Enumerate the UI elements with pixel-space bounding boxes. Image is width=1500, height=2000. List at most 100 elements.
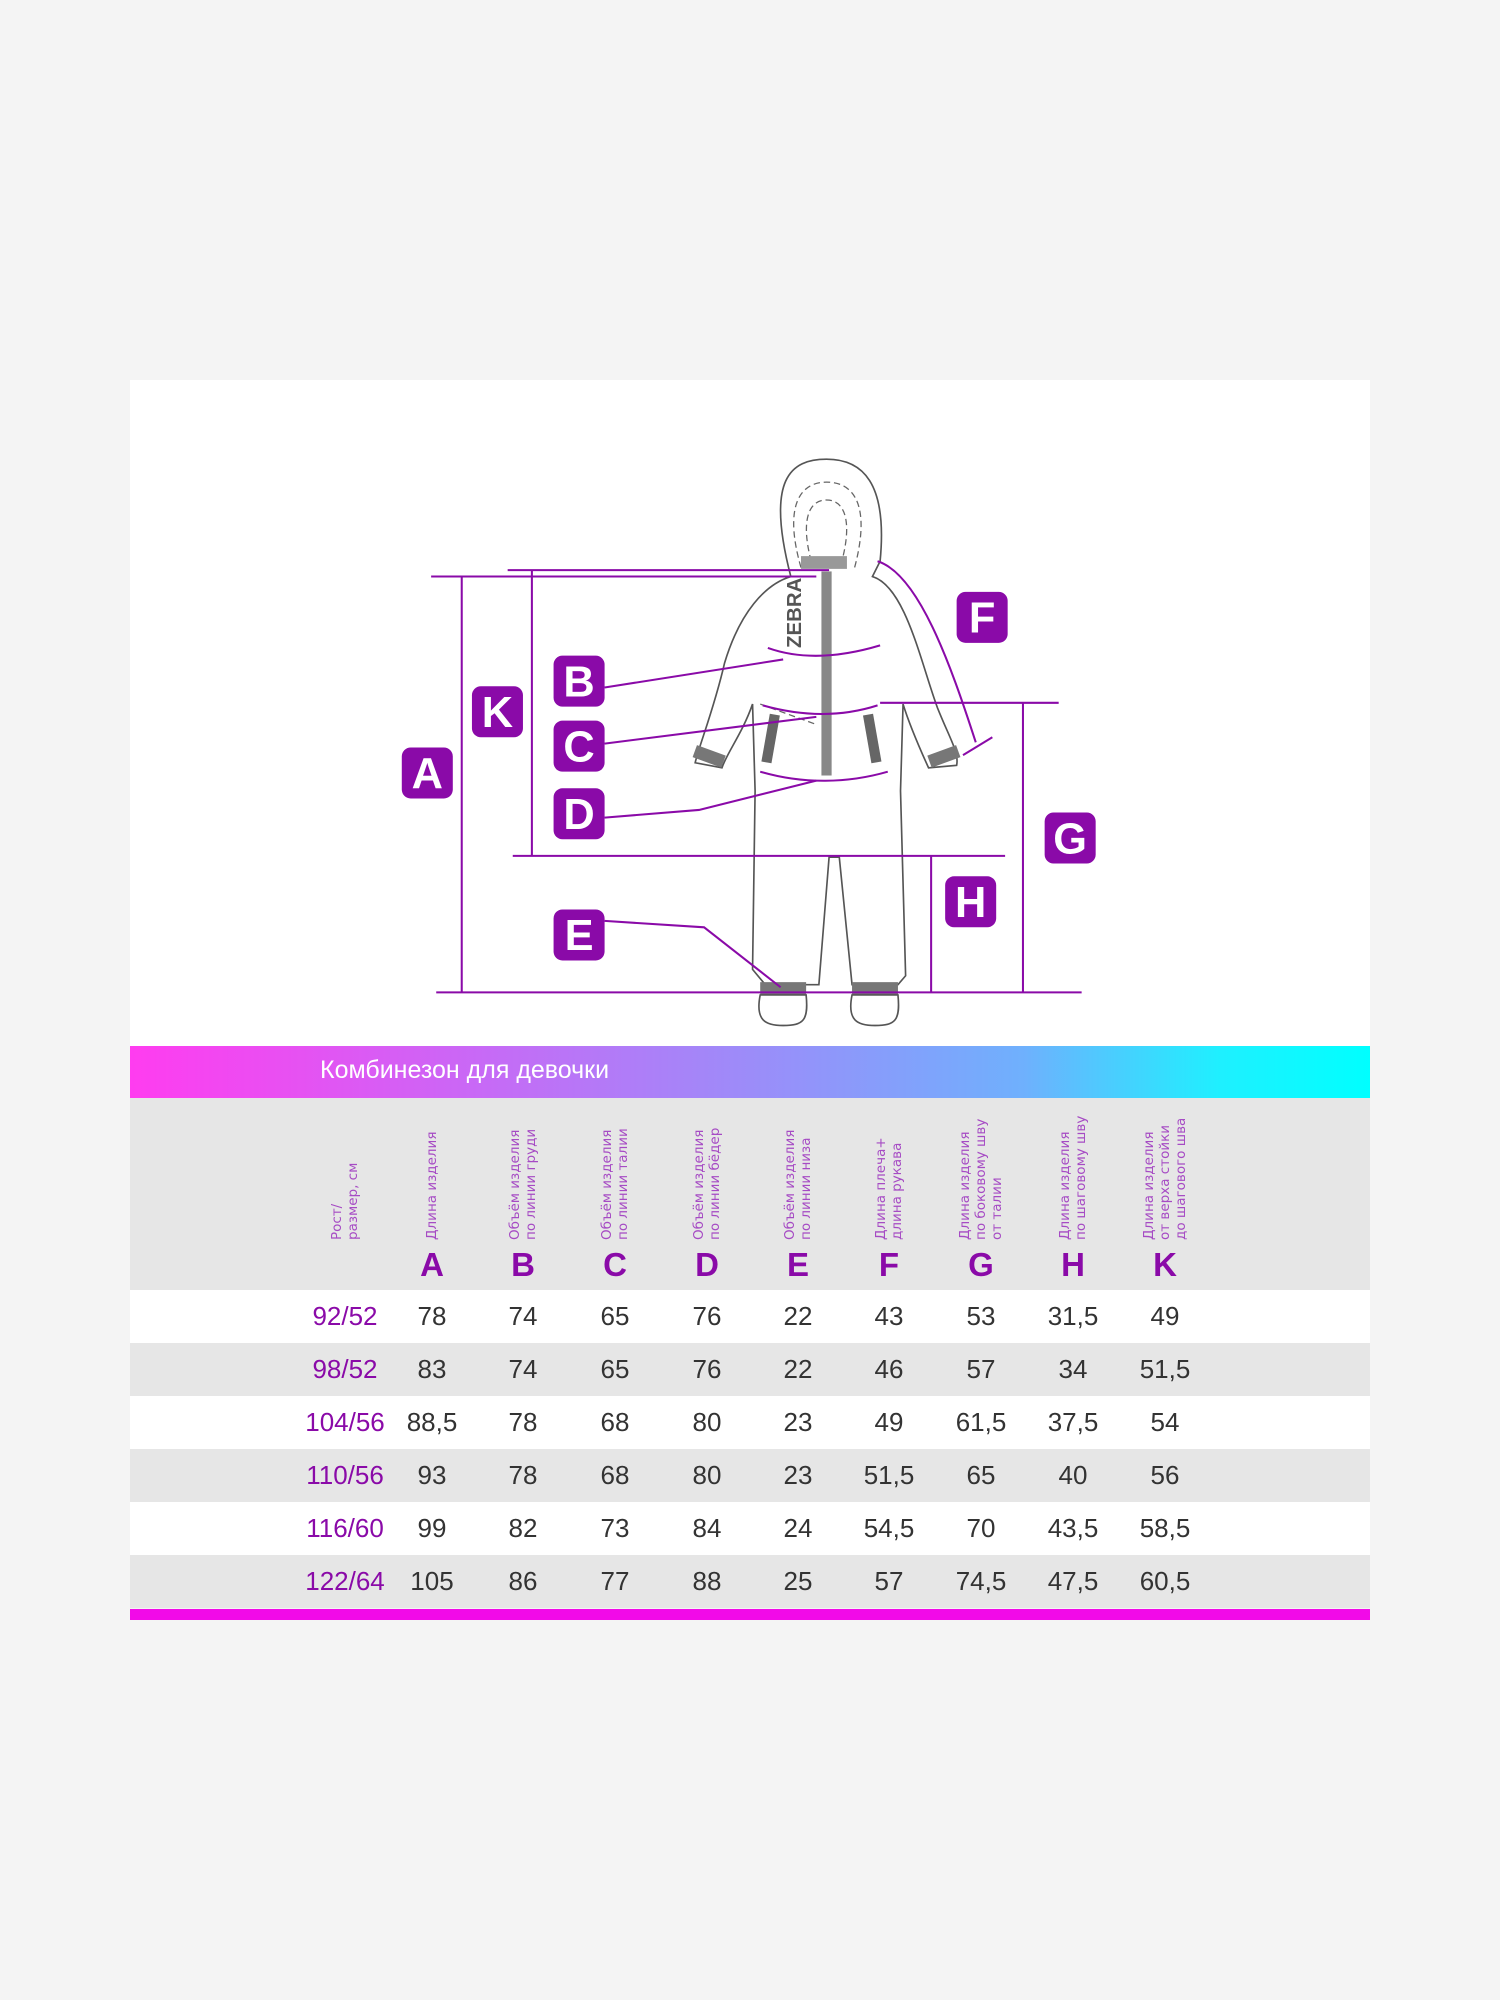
value-cell: 24 [783,1513,813,1543]
svg-text:C: C [563,723,594,771]
label-A: A [401,747,453,799]
value-cell: 47,5 [1047,1566,1099,1596]
header-size: Рост/ размер, см [300,1098,390,1290]
value-cell: 46 [874,1354,904,1384]
value-cell: 58,5 [1139,1513,1191,1543]
value-cell: 80 [692,1460,722,1490]
label-B: B [553,655,605,707]
value-cell: 37,5 [1047,1407,1099,1437]
size-cell: 104/56 [305,1407,385,1437]
header-label: Длина плеча+ длина рукава [873,1137,905,1240]
header-label: Объём изделия по линии бёдер [691,1127,723,1240]
value-cell: 60,5 [1139,1566,1191,1596]
svg-text:D: D [563,791,594,839]
svg-text:K: K [482,689,513,737]
label-D: D [553,788,605,840]
header-letter: E [786,1246,809,1283]
label-F: F [956,591,1008,643]
header-letter: G [968,1246,994,1283]
table-title: Комбинезон для девочки [320,1056,610,1084]
brand-print: ZEBRA [784,577,806,648]
value-cell: 86 [508,1566,538,1596]
value-cell: 23 [783,1407,813,1437]
size-cell: 122/64 [305,1566,385,1596]
header-letter: D [695,1246,719,1283]
measurement-lines [431,560,1082,994]
value-cell: 77 [600,1566,630,1596]
label-K: K [471,686,523,738]
svg-text:F: F [969,595,996,643]
header-letter: F [878,1246,900,1283]
size-cell: 98/52 [312,1354,378,1384]
label-E: E [553,909,605,961]
value-cell: 31,5 [1047,1301,1099,1331]
header-col-b: Объём изделия по линии груди B [478,1098,568,1290]
label-G: G [1044,812,1096,864]
header-letter: B [511,1246,535,1283]
value-cell: 65 [966,1460,996,1490]
bottom-band [130,1609,1370,1620]
value-cell: 57 [874,1566,904,1596]
value-cell: 22 [783,1354,813,1384]
value-cell: 65 [600,1301,630,1331]
value-cell: 54,5 [863,1513,915,1543]
header-label: Объём изделия по линии груди [507,1128,539,1240]
header-size-label: Рост/ размер, см [329,1162,361,1240]
value-cell: 78 [508,1460,538,1490]
header-label: Объём изделия по линии низа [782,1129,814,1240]
value-cell: 78 [508,1407,538,1437]
header-label: Длина изделия [424,1131,440,1240]
table-row: 92/52 78 74 65 76 22 43 53 31,5 49 [130,1290,1370,1343]
value-cell: 49 [1150,1301,1180,1331]
value-cell: 84 [692,1513,722,1543]
value-cell: 68 [600,1460,630,1490]
value-cell: 51,5 [863,1460,915,1490]
header-label: Длина изделия по боковому шву от талии [957,1118,1005,1240]
value-cell: 76 [692,1301,722,1331]
value-cell: 78 [417,1301,447,1331]
value-cell: 65 [600,1354,630,1384]
value-cell: 93 [417,1460,447,1490]
header-col-e: Объём изделия по линии низа E [753,1098,843,1290]
svg-text:E: E [565,912,594,960]
value-cell: 68 [600,1407,630,1437]
header-col-k: Длина изделия от верха стойки до шаговог… [1120,1098,1210,1290]
svg-text:H: H [955,879,986,927]
value-cell: 74 [508,1301,538,1331]
value-cell: 25 [783,1566,813,1596]
value-cell: 56 [1150,1460,1180,1490]
header-col-h: Длина изделия по шаговому шву H [1028,1098,1118,1290]
value-cell: 76 [692,1354,722,1384]
header-label: Объём изделия по линии талии [599,1128,631,1240]
svg-text:G: G [1053,815,1087,863]
value-cell: 43,5 [1047,1513,1099,1543]
value-cell: 43 [874,1301,904,1331]
header-letter: K [1153,1246,1177,1283]
header-col-c: Объём изделия по линии талии C [570,1098,660,1290]
header-letter: A [420,1246,444,1283]
header-col-d: Объём изделия по линии бёдер D [662,1098,752,1290]
hood-trim [801,556,847,569]
value-cell: 54 [1150,1407,1180,1437]
zipper [821,571,832,776]
value-cell: 53 [966,1301,996,1331]
header-label: Длина изделия от верха стойки до шаговог… [1141,1117,1189,1240]
size-cell: 116/60 [306,1513,384,1543]
value-cell: 40 [1058,1460,1088,1490]
value-cell: 57 [966,1354,996,1384]
value-cell: 51,5 [1139,1354,1191,1384]
size-cell: 110/56 [306,1460,384,1490]
value-cell: 22 [783,1301,813,1331]
svg-text:A: A [412,750,443,798]
size-cell: 92/52 [312,1301,378,1331]
table-header: Рост/ размер, см Длина изделия A Объём из… [130,1098,1370,1290]
value-cell: 82 [508,1513,538,1543]
value-cell: 73 [600,1513,630,1543]
value-cell: 99 [417,1513,447,1543]
